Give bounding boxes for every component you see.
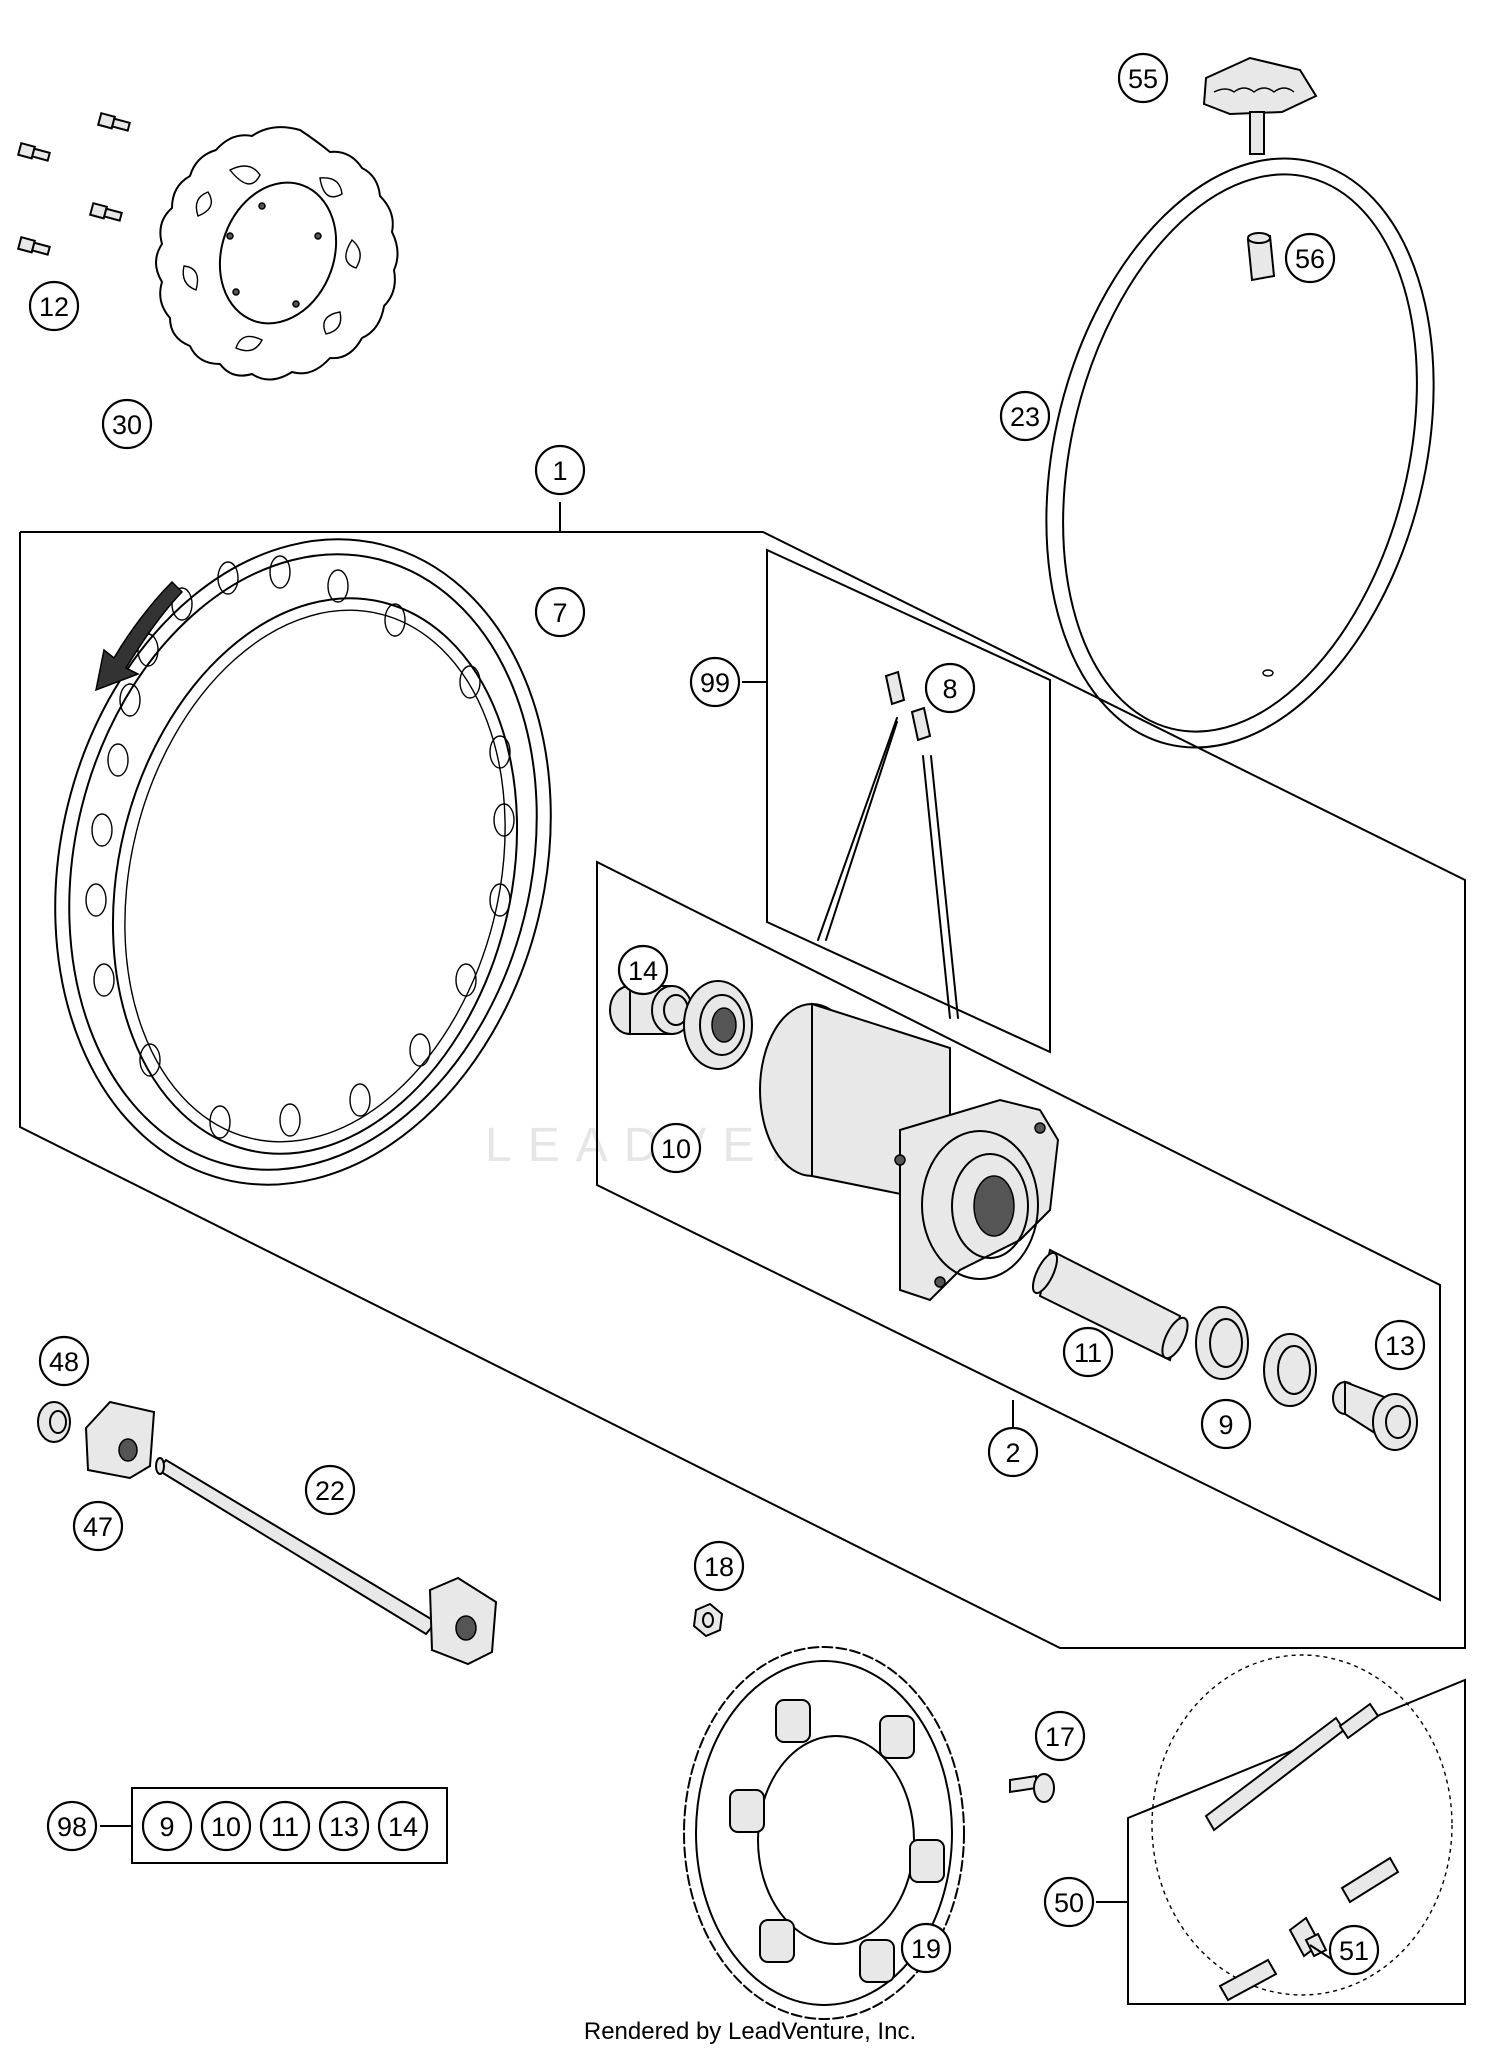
callout-30: 30 bbox=[101, 398, 153, 450]
tire bbox=[1045, 157, 1435, 749]
callout-10: 10 bbox=[650, 1122, 702, 1174]
callout-13: 13 bbox=[1374, 1319, 1426, 1371]
callout-label: 47 bbox=[83, 1512, 113, 1542]
callout-label: 30 bbox=[112, 410, 142, 440]
spacer-14 bbox=[609, 985, 693, 1035]
kit-item-label: 11 bbox=[271, 1812, 299, 1842]
callout-label: 2 bbox=[1005, 1438, 1020, 1468]
sprocket-nut bbox=[692, 1602, 724, 1638]
chain-kit-outline-50 bbox=[1096, 1678, 1466, 2005]
kit-item-label: 14 bbox=[388, 1812, 418, 1842]
callout-label: 99 bbox=[700, 668, 730, 698]
kit-98-item-11: 11 bbox=[259, 1800, 311, 1852]
kit-98-item-9: 9 bbox=[141, 1800, 193, 1852]
callout-48: 48 bbox=[38, 1335, 90, 1387]
callout-label: 22 bbox=[315, 1476, 345, 1506]
chain bbox=[1151, 1654, 1453, 2002]
callout-8: 8 bbox=[924, 662, 976, 714]
callout-label: 13 bbox=[1385, 1331, 1415, 1361]
callout-label: 11 bbox=[1074, 1338, 1102, 1368]
callout-19: 19 bbox=[900, 1922, 952, 1974]
bearing-9 bbox=[1195, 1306, 1317, 1407]
callout-2: 2 bbox=[987, 1426, 1039, 1478]
callout-label: 23 bbox=[1010, 402, 1040, 432]
kit-item-label: 10 bbox=[211, 1812, 241, 1842]
callout-17: 17 bbox=[1034, 1710, 1086, 1762]
kit-item-label: 13 bbox=[329, 1812, 359, 1842]
callout-label: 18 bbox=[704, 1552, 734, 1582]
spacer-13 bbox=[1332, 1380, 1418, 1451]
bearing-kit-outline-98 bbox=[100, 1787, 448, 1864]
callout-label: 10 bbox=[661, 1134, 691, 1164]
callout-22: 22 bbox=[304, 1464, 356, 1516]
bearing-10 bbox=[683, 980, 753, 1070]
callout-label: 8 bbox=[942, 674, 957, 704]
chain-adjuster bbox=[84, 1400, 156, 1480]
callout-23: 23 bbox=[999, 390, 1051, 442]
callout-1: 1 bbox=[534, 444, 586, 496]
callout-14: 14 bbox=[617, 944, 669, 996]
callout-label: 19 bbox=[911, 1934, 941, 1964]
callout-9: 9 bbox=[1200, 1398, 1252, 1450]
hub-assembly-outline-2 bbox=[596, 860, 1441, 1602]
hub bbox=[759, 1002, 1060, 1302]
callout-label: 50 bbox=[1054, 1888, 1084, 1918]
footer-credit: Rendered by LeadVenture, Inc. bbox=[583, 2018, 917, 2045]
callout-11: 11 bbox=[1062, 1326, 1114, 1378]
callout-label: 17 bbox=[1045, 1722, 1075, 1752]
callout-99: 99 bbox=[689, 656, 741, 708]
callout-label: 55 bbox=[1128, 64, 1158, 94]
sprocket-bolt bbox=[1009, 1773, 1055, 1803]
kit-item-label: 9 bbox=[159, 1812, 174, 1842]
rim bbox=[54, 538, 552, 1186]
brake-disc bbox=[155, 126, 399, 381]
rim-lock-nut bbox=[1246, 232, 1276, 282]
assembly-outline-1 bbox=[19, 502, 1466, 1649]
axle-nut bbox=[37, 1401, 71, 1443]
callout-56: 56 bbox=[1284, 232, 1336, 284]
callout-label: 48 bbox=[49, 1347, 79, 1377]
callout-51: 51 bbox=[1328, 1924, 1380, 1976]
rotation-arrow-icon bbox=[94, 580, 184, 692]
sprocket bbox=[683, 1646, 965, 2020]
callout-55: 55 bbox=[1117, 52, 1169, 104]
spoke-kit-outline-99 bbox=[742, 548, 1051, 1054]
callout-label: 1 bbox=[552, 456, 567, 486]
spokes bbox=[817, 670, 959, 1019]
callout-18: 18 bbox=[693, 1540, 745, 1592]
master-link bbox=[1288, 1916, 1328, 1958]
hub-spacer-11 bbox=[1031, 1248, 1189, 1362]
callout-12: 12 bbox=[28, 280, 80, 332]
kit-98-item-14: 14 bbox=[377, 1800, 429, 1852]
axle bbox=[155, 1457, 498, 1666]
kit-98-item-13: 13 bbox=[318, 1800, 370, 1852]
kit-98-item-10: 10 bbox=[200, 1800, 252, 1852]
callout-label: 14 bbox=[628, 956, 658, 986]
callout-group: 1278910111213141718192223304748505155569… bbox=[28, 52, 1426, 1976]
disc-bolts bbox=[16, 111, 131, 256]
callout-7: 7 bbox=[534, 586, 586, 638]
callout-47: 47 bbox=[72, 1500, 124, 1552]
callout-98: 98 bbox=[46, 1800, 98, 1852]
rim-lock bbox=[1202, 56, 1318, 155]
callout-label: 56 bbox=[1295, 244, 1325, 274]
callout-50: 50 bbox=[1043, 1876, 1095, 1928]
callout-label: 98 bbox=[57, 1812, 87, 1842]
callout-label: 9 bbox=[1218, 1410, 1233, 1440]
callout-label: 51 bbox=[1339, 1936, 1369, 1966]
callout-label: 7 bbox=[552, 598, 567, 628]
callout-label: 12 bbox=[39, 292, 69, 322]
